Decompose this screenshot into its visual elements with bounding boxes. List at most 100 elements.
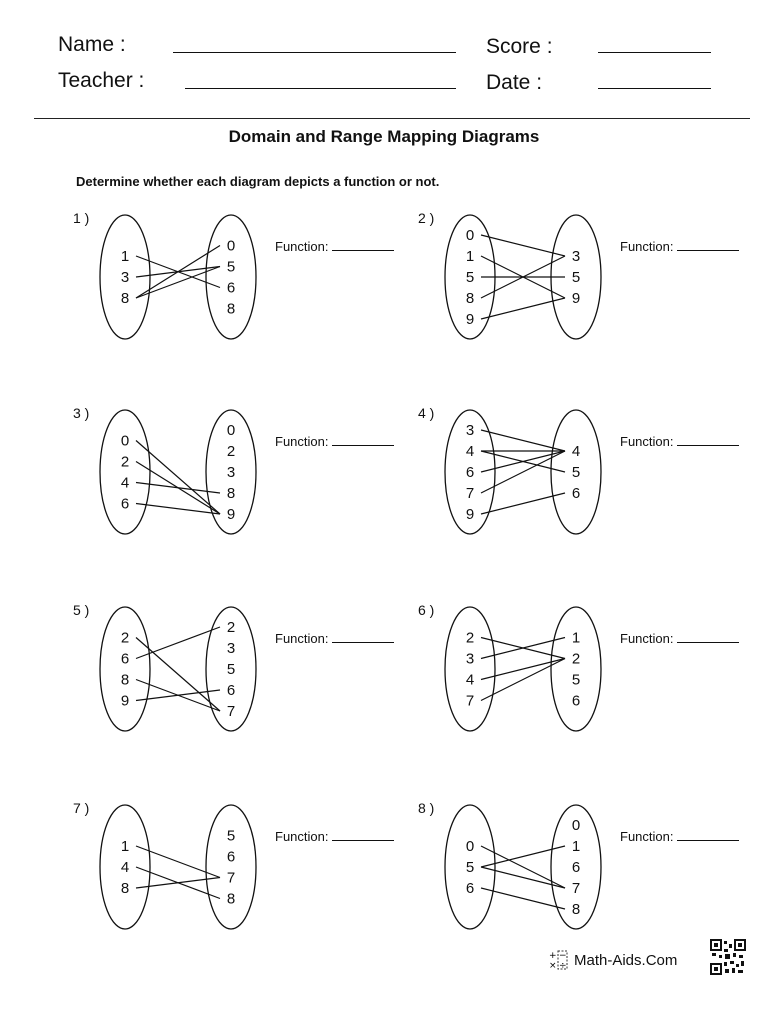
problem-number: 1 ) xyxy=(73,210,90,226)
domain-value: 6 xyxy=(466,880,474,897)
function-label: Function: xyxy=(620,239,674,254)
worksheet-title: Domain and Range Mapping Diagrams xyxy=(228,127,540,146)
name-blank-line[interactable] xyxy=(173,52,456,53)
date-blank-line[interactable] xyxy=(598,88,711,89)
function-label: Function: xyxy=(275,239,329,254)
range-oval xyxy=(205,606,257,732)
range-value: 6 xyxy=(572,485,580,502)
mapping-arrow-line xyxy=(480,429,566,452)
range-value: 7 xyxy=(572,880,580,897)
domain-oval xyxy=(99,804,151,930)
function-answer-blank[interactable] xyxy=(332,840,395,841)
mapping-arrow-line xyxy=(480,657,566,702)
problem-number: 8 ) xyxy=(418,800,435,816)
domain-value: 5 xyxy=(466,269,474,286)
function-answer: Function: xyxy=(620,631,740,646)
date-label: Date : xyxy=(486,71,543,94)
function-answer-blank[interactable] xyxy=(332,445,395,446)
range-value: 2 xyxy=(572,651,580,668)
range-value: 0 xyxy=(572,817,580,834)
domain-value: 6 xyxy=(466,464,474,481)
range-oval xyxy=(550,804,602,930)
function-answer-blank[interactable] xyxy=(332,250,395,251)
function-answer-blank[interactable] xyxy=(677,250,740,251)
site-name[interactable]: Math-Aids.Com xyxy=(574,951,678,969)
mapping-arrow-line xyxy=(135,440,221,515)
function-label: Function: xyxy=(275,434,329,449)
function-answer-blank[interactable] xyxy=(677,642,740,643)
domain-value: 9 xyxy=(466,506,474,523)
range-value: 0 xyxy=(227,422,235,439)
domain-value: 1 xyxy=(121,838,129,855)
score-label: Score : xyxy=(486,35,553,58)
mapping-arrow-line xyxy=(135,244,221,299)
domain-oval xyxy=(99,214,151,340)
name-label: Name : xyxy=(58,33,126,56)
range-value: 2 xyxy=(227,619,235,636)
function-label: Function: xyxy=(275,631,329,646)
range-value: 5 xyxy=(227,661,235,678)
score-blank-line[interactable] xyxy=(598,52,711,53)
function-label: Function: xyxy=(620,829,674,844)
domain-value: 8 xyxy=(466,290,474,307)
domain-value: 8 xyxy=(121,672,129,689)
range-value: 8 xyxy=(572,901,580,918)
domain-value: 0 xyxy=(466,227,474,244)
domain-oval xyxy=(444,804,496,930)
mapping-arrow-line xyxy=(135,845,221,879)
domain-value: 2 xyxy=(121,630,129,647)
function-label: Function: xyxy=(275,829,329,844)
mapping-arrow-line xyxy=(480,636,566,660)
range-oval xyxy=(205,409,257,535)
range-value: 2 xyxy=(227,443,235,460)
teacher-blank-line[interactable] xyxy=(185,88,456,89)
range-value: 6 xyxy=(227,849,235,866)
domain-value: 9 xyxy=(121,693,129,710)
function-answer: Function: xyxy=(620,239,740,254)
function-answer: Function: xyxy=(275,434,395,449)
footer-branding: + − × ÷ Math-Aids.Com xyxy=(548,950,677,970)
mapping-arrow-line xyxy=(135,265,221,299)
domain-oval xyxy=(444,606,496,732)
range-value: 4 xyxy=(572,443,580,460)
domain-value: 6 xyxy=(121,651,129,668)
domain-oval xyxy=(99,606,151,732)
range-oval xyxy=(205,214,257,340)
function-answer: Function: xyxy=(275,631,395,646)
range-value: 5 xyxy=(227,259,235,276)
svg-text:+: + xyxy=(549,951,557,961)
domain-value: 0 xyxy=(121,433,129,450)
domain-value: 5 xyxy=(466,859,474,876)
domain-oval xyxy=(444,409,496,535)
problem-number: 3 ) xyxy=(73,405,90,421)
range-value: 5 xyxy=(572,464,580,481)
domain-value: 6 xyxy=(121,496,129,513)
mapping-arrow-line xyxy=(480,887,566,910)
range-oval xyxy=(205,804,257,930)
range-value: 8 xyxy=(227,485,235,502)
domain-value: 8 xyxy=(121,290,129,307)
range-value: 1 xyxy=(572,838,580,855)
function-label: Function: xyxy=(620,631,674,646)
function-answer: Function: xyxy=(620,829,740,844)
mapping-arrow-line xyxy=(480,450,566,494)
function-answer-blank[interactable] xyxy=(677,445,740,446)
function-answer-blank[interactable] xyxy=(332,642,395,643)
domain-value: 4 xyxy=(121,475,129,492)
range-value: 7 xyxy=(227,870,235,887)
function-answer-blank[interactable] xyxy=(677,840,740,841)
domain-value: 2 xyxy=(121,454,129,471)
domain-value: 7 xyxy=(466,693,474,710)
domain-value: 0 xyxy=(466,838,474,855)
svg-text:−: − xyxy=(559,951,567,961)
mapping-arrow-line xyxy=(480,255,566,299)
